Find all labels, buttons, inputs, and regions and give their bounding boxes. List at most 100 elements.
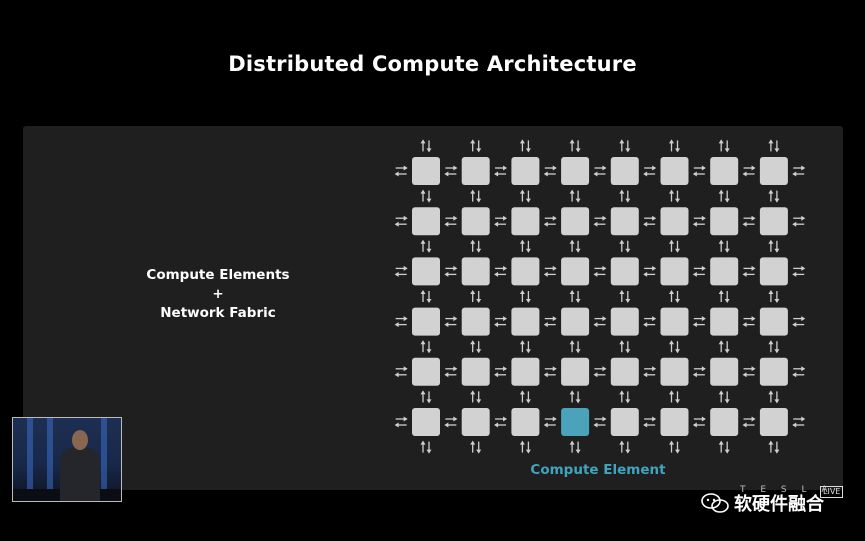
arrow-head	[503, 265, 508, 271]
arrow-head	[643, 221, 648, 227]
compute-element	[511, 408, 540, 436]
arrow-head	[569, 290, 575, 294]
compute-element	[561, 257, 590, 286]
arrow-head	[403, 165, 408, 171]
arrow-head	[724, 299, 730, 303]
arrow-head	[476, 449, 482, 454]
watermark: 软硬件融合	[700, 489, 860, 517]
arrow-head	[426, 449, 432, 454]
arrow-head	[426, 248, 432, 253]
arrow-head	[453, 265, 458, 271]
arrow-head	[420, 390, 426, 395]
compute-element	[511, 207, 540, 236]
compute-element	[759, 207, 788, 236]
arrow-head	[643, 422, 648, 428]
arrow-head	[575, 148, 581, 153]
arrow-head	[619, 390, 625, 395]
arrow-head	[643, 372, 648, 378]
arrow-head	[403, 215, 408, 221]
arrow-head	[669, 139, 674, 144]
compute-element	[412, 307, 440, 336]
arrow-head	[675, 248, 680, 253]
arrow-head	[751, 165, 756, 171]
arrow-head	[625, 399, 631, 404]
arrow-head	[593, 221, 598, 227]
arrow-head	[519, 340, 525, 345]
compute-element	[610, 357, 639, 386]
arrow-head	[543, 372, 548, 378]
compute-element	[610, 408, 639, 436]
brand-mark: T E S L A	[740, 485, 834, 495]
arrow-head	[625, 198, 631, 203]
arrow-head	[768, 390, 774, 395]
arrow-head	[792, 422, 797, 428]
arrow-head	[444, 372, 449, 378]
arrow-head	[774, 399, 780, 404]
arrow-head	[476, 148, 482, 153]
arrow-head	[669, 390, 674, 395]
arrow-head	[543, 271, 548, 277]
arrow-head	[476, 299, 482, 303]
arrow-head	[569, 239, 575, 244]
arrow-head	[701, 366, 706, 372]
arrow-head	[569, 440, 575, 445]
arrow-head	[801, 416, 806, 422]
arrow-head	[692, 422, 697, 428]
side-label-line-3: Network Fabric	[160, 305, 276, 321]
arrow-head	[476, 349, 482, 354]
arrow-head	[453, 165, 458, 171]
wechat-icon	[701, 493, 729, 513]
compute-element	[412, 257, 440, 286]
grid-caption: Compute Element	[530, 462, 666, 478]
arrow-head	[692, 322, 697, 328]
arrow-head	[525, 198, 531, 203]
arrow-head	[444, 221, 449, 227]
arrow-head	[792, 171, 797, 177]
arrow-head	[525, 148, 531, 153]
arrow-head	[701, 316, 706, 322]
arrow-head	[394, 271, 399, 277]
stage-light	[27, 418, 33, 501]
arrow-head	[453, 316, 458, 322]
side-label: Compute Elements + Network Fabric	[138, 266, 298, 323]
arrow-head	[619, 340, 625, 345]
diagram-panel: Compute Elements + Network Fabric Comput…	[23, 126, 843, 490]
arrow-head	[625, 299, 631, 303]
arrow-head	[619, 189, 625, 194]
compute-element	[461, 357, 490, 386]
arrow-head	[724, 148, 730, 153]
arrow-head	[494, 171, 499, 177]
arrow-head	[552, 265, 557, 271]
compute-element	[660, 357, 689, 386]
compute-element	[511, 157, 540, 185]
arrow-head	[519, 390, 525, 395]
arrow-head	[701, 265, 706, 271]
arrow-head	[503, 165, 508, 171]
arrow-head	[602, 165, 607, 171]
arrow-head	[718, 189, 724, 194]
arrow-head	[476, 198, 482, 203]
arrow-head	[394, 372, 399, 378]
arrow-head	[602, 366, 607, 372]
compute-grid	[394, 139, 806, 454]
arrow-head	[403, 416, 408, 422]
arrow-head	[602, 265, 607, 271]
arrow-head	[519, 139, 525, 144]
stage-light	[47, 418, 53, 501]
arrow-head	[718, 440, 724, 445]
arrow-head	[774, 148, 780, 153]
arrow-head	[470, 290, 476, 294]
arrow-head	[494, 221, 499, 227]
compute-element	[660, 307, 689, 336]
arrow-head	[552, 316, 557, 322]
arrow-head	[394, 322, 399, 328]
arrow-head	[675, 399, 680, 404]
arrow-head	[768, 189, 774, 194]
slide-title: Distributed Compute Architecture	[228, 52, 637, 76]
arrow-head	[569, 189, 575, 194]
arrow-head	[519, 440, 525, 445]
arrow-head	[675, 198, 680, 203]
arrow-head	[768, 239, 774, 244]
arrow-head	[792, 322, 797, 328]
arrow-head	[669, 189, 674, 194]
